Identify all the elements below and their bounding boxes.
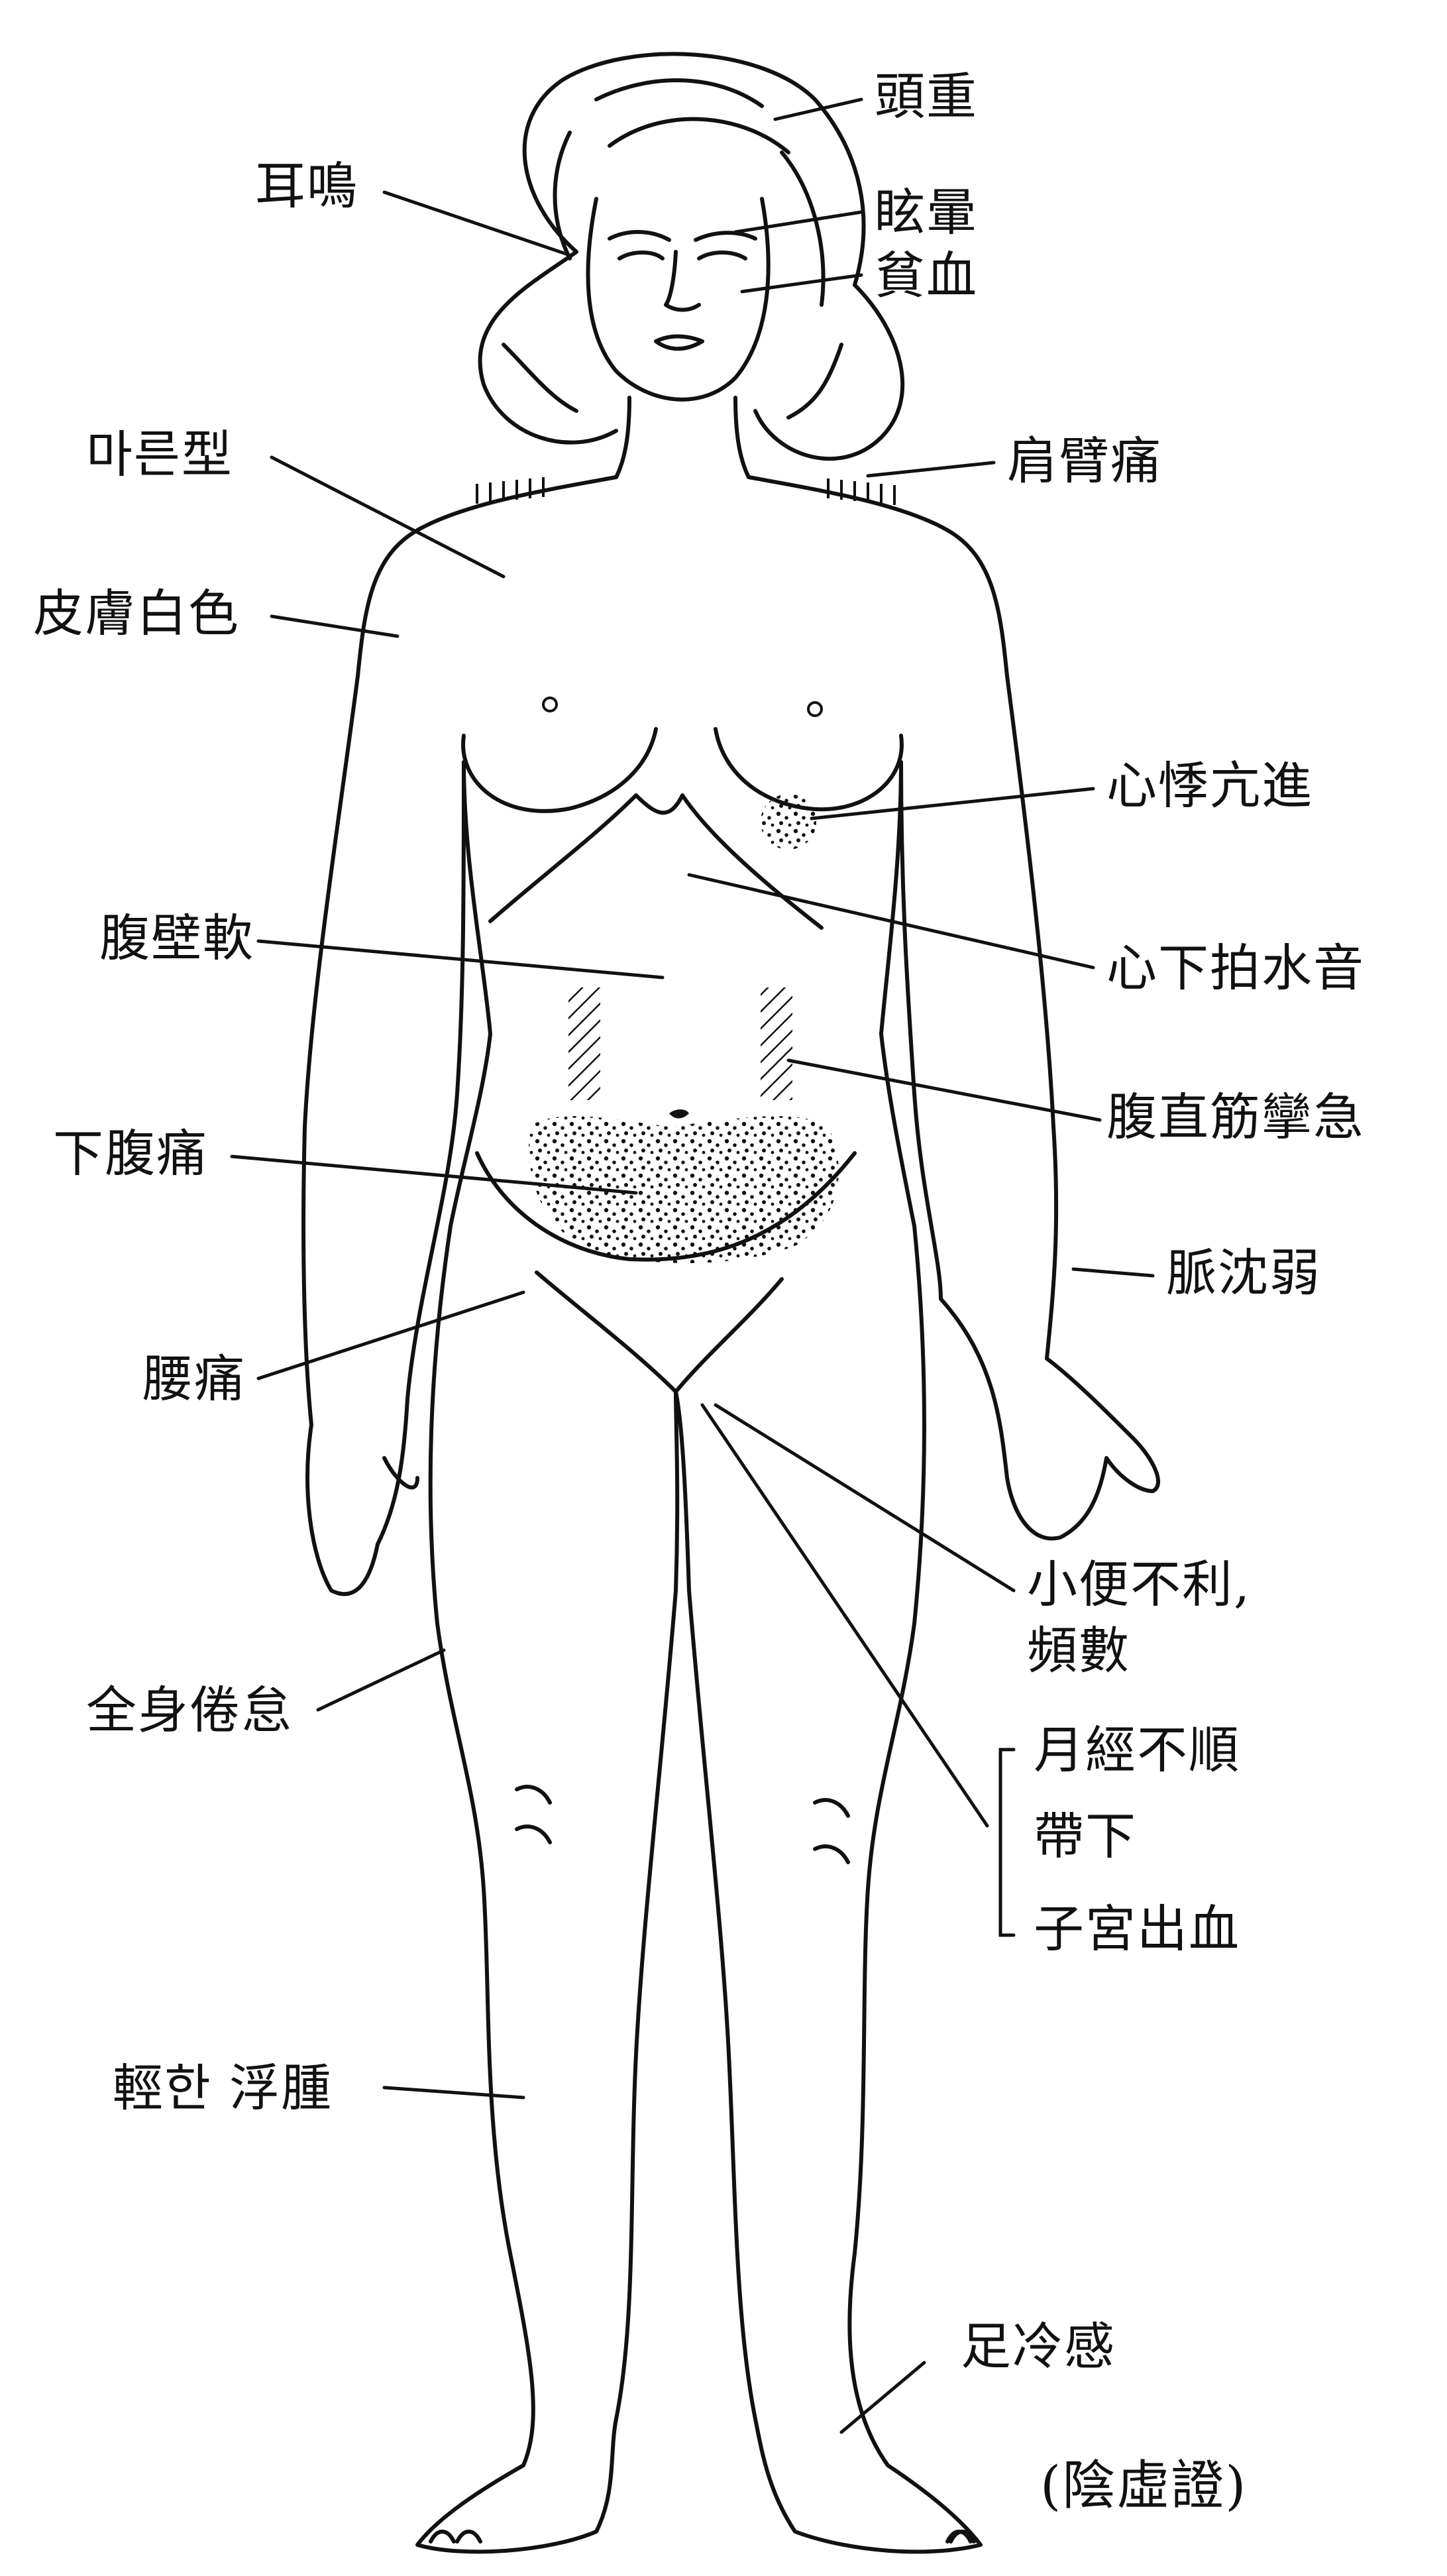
label-rectus-spasm: 腹直筋攣急: [1106, 1088, 1365, 1147]
hair-strands: [502, 78, 843, 420]
right-leg: [674, 1224, 983, 2554]
label-palpitation: 心悸亢進: [1106, 756, 1313, 815]
left-rectus-hatch: [568, 987, 600, 1100]
right-arm: [899, 674, 1059, 1361]
leader-head-heavy: [773, 97, 863, 121]
ribcage: [488, 793, 824, 930]
label-fatigue: 全身倦怠: [86, 1681, 293, 1740]
label-shoulder-arm-pain: 肩臂痛: [1007, 431, 1162, 490]
leader-fatigue: [316, 1648, 446, 1712]
knee-marks: [515, 1785, 850, 1864]
left-nipple: [542, 697, 558, 712]
eyes: [617, 251, 747, 260]
label-low-back-pain: 腰痛: [142, 1349, 246, 1408]
face-outline: [586, 197, 771, 402]
leader-edema: [382, 2086, 525, 2100]
nose: [664, 250, 701, 312]
torso-left: [449, 760, 492, 1228]
lower-abdomen-stipple: [529, 1116, 839, 1264]
leader-anemia: [740, 273, 863, 294]
label-lower-abdominal-pain: 下腹痛: [53, 1124, 208, 1183]
right-rectus-hatch: [761, 987, 792, 1100]
torso-right: [879, 760, 916, 1228]
label-dysuria-line1: 小便不利,: [1027, 1555, 1252, 1614]
leader-soft-wall: [256, 939, 665, 980]
leader-shoulder-arm: [866, 461, 996, 478]
shoulders: [356, 475, 1009, 678]
label-dizziness: 眩暈: [875, 183, 978, 242]
label-soft-abdominal-wall: 腹壁軟: [99, 909, 254, 968]
leader-dysuria: [714, 1403, 1016, 1593]
leader-low-back: [256, 1290, 525, 1380]
label-mild-edema: 輕한 浮腫: [113, 2058, 333, 2117]
label-dysuria-line2: 頻數: [1027, 1621, 1130, 1680]
label-splash-sound: 心下拍水音: [1106, 938, 1365, 997]
label-pale-skin: 皮膚白色: [33, 584, 240, 643]
label-tinnitus: 耳鳴: [255, 156, 358, 215]
toes: [429, 2530, 976, 2544]
leader-dizziness: [733, 210, 863, 234]
leader-pale-skin: [270, 614, 400, 638]
label-leukorrhea: 帶下: [1034, 1807, 1137, 1866]
leader-cold-feet: [839, 2361, 926, 2434]
leader-thin-type: [270, 455, 506, 579]
right-nipple: [807, 701, 823, 717]
groin-v: [535, 1270, 784, 1394]
left-leg: [415, 1224, 680, 2554]
hair-outline: [478, 52, 905, 461]
label-head-heavy: 頭重: [875, 67, 978, 126]
heart-area-marker: [761, 794, 816, 850]
left-arm: [301, 674, 466, 1427]
label-weak-deep-pulse: 脈沈弱: [1166, 1243, 1321, 1302]
gyn-bracket: [998, 1748, 1016, 1937]
leader-lower-abdomen: [230, 1154, 638, 1195]
leader-gyn: [700, 1403, 989, 1828]
leader-tinnitus: [382, 190, 572, 257]
mouth: [654, 334, 704, 351]
right-hand: [939, 1297, 1161, 1541]
leader-pulse: [1071, 1267, 1155, 1278]
label-irregular-menses: 月經不順: [1034, 1720, 1240, 1779]
leader-splash: [687, 873, 1095, 970]
label-uterine-bleeding: 子宮出血: [1034, 1899, 1240, 1958]
navel: [669, 1109, 689, 1119]
diagram-caption: (陰虛證): [1040, 2455, 1248, 2516]
label-thin-type: 마른型: [86, 425, 233, 484]
neck: [614, 396, 751, 479]
leader-rectus: [786, 1058, 1102, 1122]
leader-palpitation: [810, 787, 1095, 820]
label-anemia: 貧血: [875, 246, 978, 305]
label-cold-feet: 足冷感: [961, 2317, 1116, 2376]
left-hand: [305, 1396, 419, 1596]
eyebrows: [608, 230, 757, 242]
